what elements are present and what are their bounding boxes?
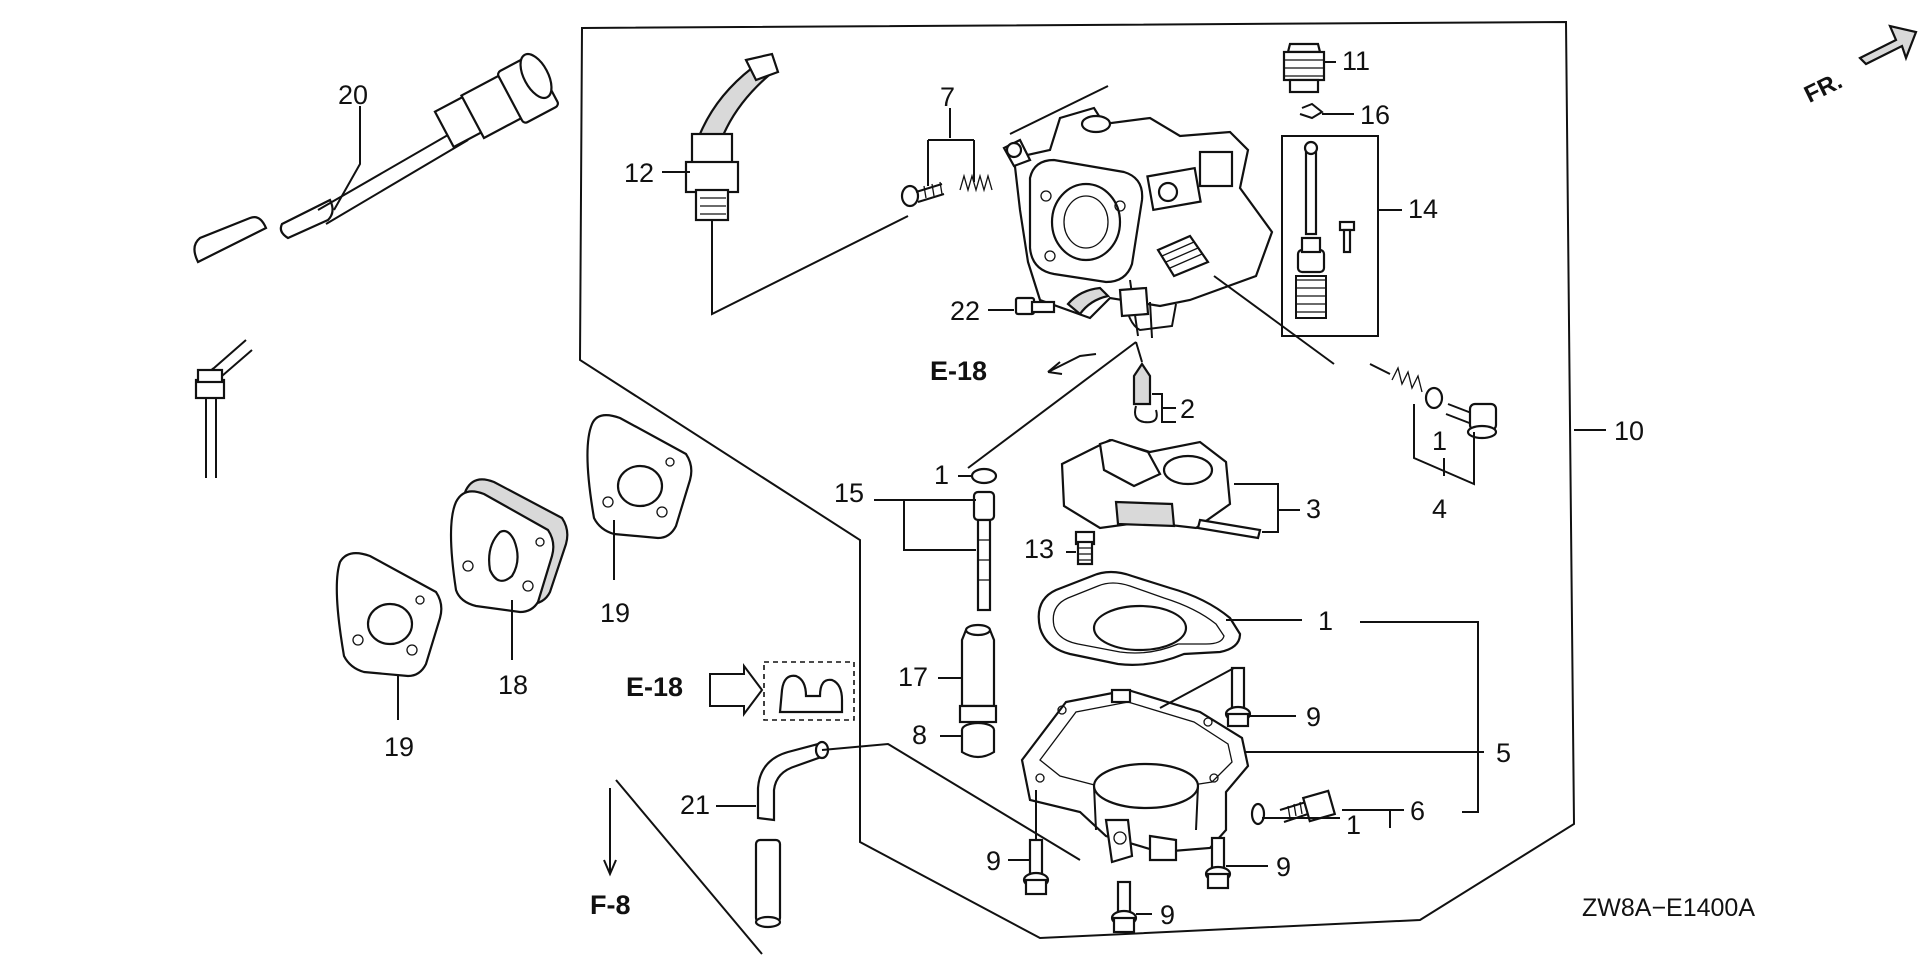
callout-20: 20 [338,80,368,110]
callout-4: 4 [1432,494,1447,524]
callout-19-right: 19 [600,598,630,628]
pilot-screw-part [900,173,993,208]
callout-22: 22 [950,296,980,326]
carburetor-gasket-19-left [335,551,443,678]
callout-5: 5 [1496,738,1511,768]
clip-part-16 [1299,102,1324,120]
float-chamber-part-5 [1020,688,1250,864]
assembly-boundary [578,20,1576,940]
front-direction-arrow [1858,24,1918,66]
idle-screw-assembly-part-4 [1391,366,1498,440]
callout-9-right: 9 [1276,852,1291,882]
callout-14: 14 [1408,194,1438,224]
reference-e18-top: E-18 [930,356,987,386]
float-part-3 [1060,438,1262,540]
screw-9-left [1022,838,1050,896]
choke-cable-part [193,52,559,478]
callout-labels: 20 12 7 22 E-18 11 16 14 2 1 4 10 15 1 3… [338,46,1847,930]
callout-19-left: 19 [384,732,414,762]
callout-17: 17 [898,662,928,692]
callout-7: 7 [940,82,955,112]
callout-13: 13 [1024,534,1054,564]
callout-10: 10 [1614,416,1644,446]
screw-9-top [1224,666,1252,728]
callout-9-left: 9 [986,846,1001,876]
callout-1-drain: 1 [1346,810,1361,840]
carburetor-gasket-19-right [586,413,693,540]
carburetor-body [1002,106,1274,339]
fuel-inlet-elbow-part [684,52,780,222]
float-chamber-gasket [1037,570,1242,666]
drain-tube-part-21 [754,740,830,929]
callout-21: 21 [680,790,710,820]
callout-9-top: 9 [1306,702,1321,732]
callout-2: 2 [1180,394,1195,424]
leader-lines [333,61,1606,955]
callout-1-gasket: 1 [1318,606,1333,636]
callout-11: 11 [1342,46,1370,76]
drain-screw-part-6 [1250,789,1337,826]
callout-1-nozzle: 1 [934,460,949,490]
callout-12: 12 [624,158,654,188]
diagram-code: ZW8A−E1400A [1582,894,1755,922]
screw-9-bottom [1110,880,1138,934]
main-nozzle-part-15 [970,467,998,612]
float-valve-part-2 [1132,362,1158,424]
callout-3: 3 [1306,494,1321,524]
callout-8: 8 [912,720,927,750]
callout-15: 15 [834,478,864,508]
callout-9-bottom: 9 [1160,900,1175,930]
plug-part-8 [960,721,996,759]
jet-part-17 [958,623,998,724]
jet-part-11 [1282,42,1326,94]
front-marker: FR. [1800,67,1847,108]
callout-18: 18 [498,670,528,700]
reference-e18-left: E-18 [626,672,683,702]
needle-set-part-14 [1281,135,1379,337]
screw-13-part [1074,530,1096,566]
callout-1-right: 1 [1432,426,1447,456]
hose-clamp-reference-box [763,661,855,721]
callout-6: 6 [1410,796,1425,826]
reference-f8: F-8 [590,890,631,920]
screw-22-part [1014,296,1056,316]
carburetor-insulator-18 [449,478,569,614]
screw-9-right [1204,836,1232,890]
callout-16: 16 [1360,100,1390,130]
